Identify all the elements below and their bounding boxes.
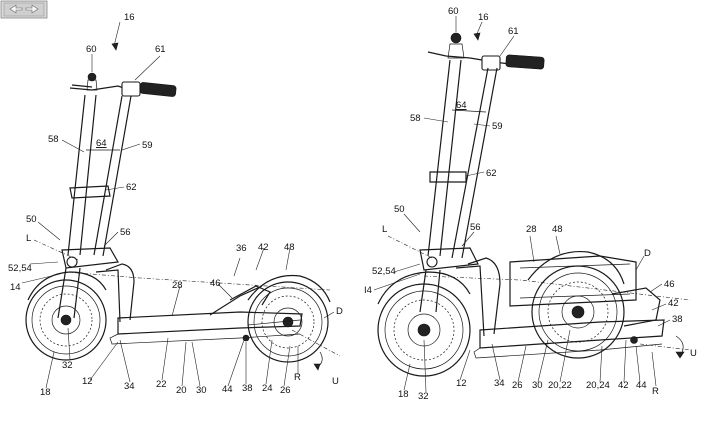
label: R bbox=[294, 372, 301, 383]
label: L bbox=[382, 224, 387, 235]
label: 46 bbox=[210, 278, 221, 289]
label: 48 bbox=[284, 242, 295, 253]
label: 34 bbox=[124, 381, 135, 392]
label: 59 bbox=[142, 140, 153, 151]
label: R bbox=[652, 386, 659, 397]
label: 48 bbox=[552, 224, 563, 235]
right-reference-labels: 16 60 61 58 64 59 62 50 L 56 28 48 52,54… bbox=[364, 6, 697, 402]
label: 16 bbox=[124, 12, 135, 23]
label: 16 bbox=[478, 12, 489, 23]
label: 18 bbox=[398, 389, 409, 400]
label: 26 bbox=[512, 380, 523, 391]
left-reference-labels: 16 60 61 58 64 59 62 50 L 56 52,54 14 36… bbox=[8, 12, 343, 398]
label: U bbox=[332, 376, 339, 387]
label: 26 bbox=[280, 385, 291, 396]
label: 42 bbox=[668, 298, 679, 309]
label: 20,22 bbox=[548, 380, 572, 391]
label: 12 bbox=[456, 378, 467, 389]
label: 42 bbox=[258, 242, 269, 253]
label: 56 bbox=[120, 227, 131, 238]
expand-arrows-icon[interactable] bbox=[0, 0, 48, 19]
label: 50 bbox=[394, 204, 405, 215]
label: I4 bbox=[364, 285, 372, 296]
label: 32 bbox=[62, 360, 73, 371]
label: 58 bbox=[48, 134, 59, 145]
label: 60 bbox=[448, 6, 459, 17]
label: 34 bbox=[494, 378, 505, 389]
label: U bbox=[690, 348, 697, 359]
label: 32 bbox=[418, 391, 429, 402]
label: 61 bbox=[508, 26, 519, 37]
label: 20,24 bbox=[586, 380, 610, 391]
label: 12 bbox=[82, 376, 93, 387]
label: 62 bbox=[126, 182, 137, 193]
label: 36 bbox=[236, 243, 247, 254]
label: L bbox=[26, 233, 31, 244]
label: 28 bbox=[172, 280, 183, 291]
label: 38 bbox=[242, 383, 253, 394]
label: 52,54 bbox=[372, 266, 396, 277]
right-scooter-drawing bbox=[373, 16, 691, 393]
label: D bbox=[336, 306, 343, 317]
label: 56 bbox=[470, 222, 481, 233]
label: 38 bbox=[672, 314, 683, 325]
label: 44 bbox=[222, 384, 233, 395]
label: 62 bbox=[486, 168, 497, 179]
label: 30 bbox=[196, 385, 207, 396]
label: 58 bbox=[410, 113, 421, 124]
label: 61 bbox=[155, 44, 166, 55]
label: 59 bbox=[492, 121, 503, 132]
left-scooter-drawing bbox=[21, 21, 341, 389]
label: D bbox=[644, 248, 651, 259]
label: 30 bbox=[532, 380, 543, 391]
label: 44 bbox=[636, 380, 647, 391]
label: 20 bbox=[176, 385, 187, 396]
label: 60 bbox=[86, 44, 97, 55]
label: 52,54 bbox=[8, 263, 32, 274]
label: 46 bbox=[664, 279, 675, 290]
label: 18 bbox=[40, 387, 51, 398]
label: 28 bbox=[526, 224, 537, 235]
label: 64 bbox=[96, 138, 107, 149]
label: 64 bbox=[456, 100, 467, 111]
label: 22 bbox=[156, 379, 167, 390]
label: 14 bbox=[10, 282, 21, 293]
label: 24 bbox=[262, 383, 273, 394]
label: 50 bbox=[26, 214, 37, 225]
label: 42 bbox=[618, 380, 629, 391]
